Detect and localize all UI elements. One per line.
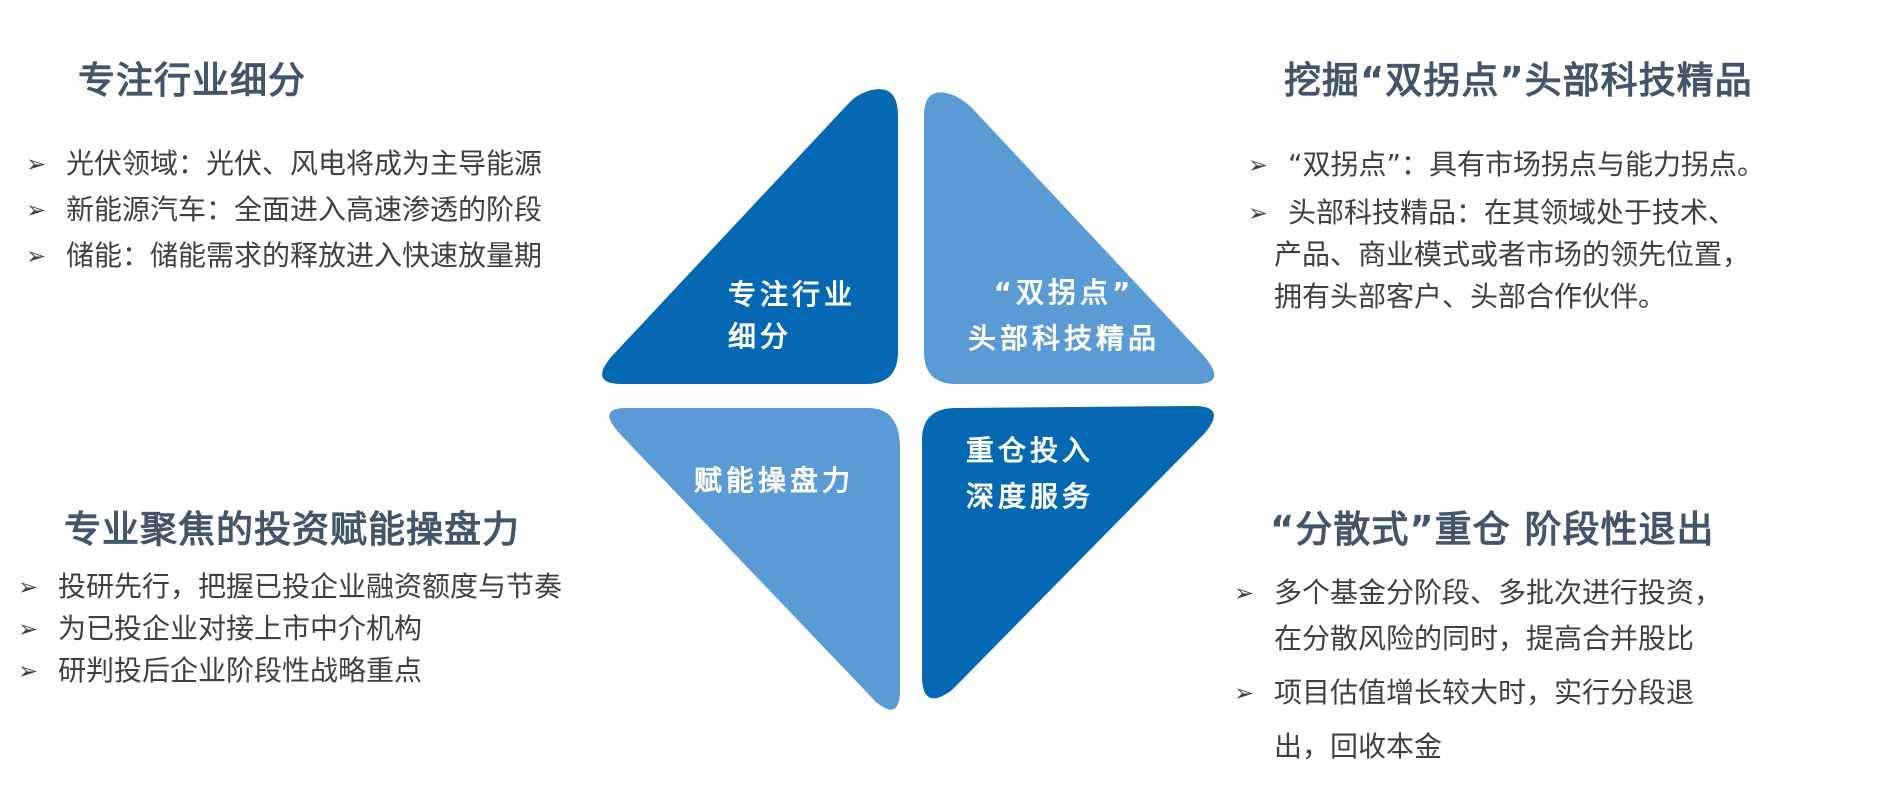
- bullet-list-top-left: ➢光伏领域：光伏、风电将成为主导能源 ➢新能源汽车：全面进入高速渗透的阶段 ➢储…: [26, 141, 542, 279]
- list-item: ➢研判投后企业阶段性战略重点: [18, 650, 562, 692]
- section-title-bottom-left: 专业聚焦的投资赋能操盘力: [64, 508, 520, 551]
- list-item: ➢项目估值增长较大时，实行分段退 出，回收本金: [1234, 670, 1722, 770]
- arrowhead-bullet-icon: ➢: [26, 242, 47, 270]
- quadrant-bottom-left: [609, 408, 900, 710]
- arrowhead-bullet-icon: ➢: [18, 615, 39, 643]
- bullet-list-bottom-right: ➢多个基金分阶段、多批次进行投资， 在分散风险的同时，提高合并股比 ➢项目估值增…: [1234, 570, 1722, 770]
- arrowhead-bullet-icon: ➢: [1234, 679, 1255, 707]
- section-title-top-left: 专注行业细分: [78, 59, 306, 102]
- quadrant-top-left-line-2: 细分: [728, 320, 792, 353]
- quadrant-top-right-line-2: 头部科技精品: [968, 322, 1160, 355]
- arrowhead-bullet-icon: ➢: [1248, 199, 1269, 227]
- arrowhead-bullet-icon: ➢: [26, 150, 47, 178]
- list-item: ➢新能源汽车：全面进入高速渗透的阶段: [26, 187, 542, 233]
- list-item: ➢多个基金分阶段、多批次进行投资， 在分散风险的同时，提高合并股比: [1234, 570, 1722, 662]
- section-title-bottom-right: “分散式”重仓 阶段性退出: [1270, 508, 1715, 551]
- list-item: ➢光伏领域：光伏、风电将成为主导能源: [26, 141, 542, 187]
- arrowhead-bullet-icon: ➢: [26, 196, 47, 224]
- quadrant-top-left: [602, 89, 898, 385]
- arrowhead-bullet-icon: ➢: [18, 657, 39, 685]
- quadrant-bottom-left-line-1: 赋能操盘力: [694, 464, 854, 497]
- bullet-list-top-right: ➢“双拐点”：具有市场拐点与能力拐点。 ➢头部科技精品：在其领域处于技术、 产品…: [1248, 144, 1765, 318]
- quadrant-bottom-right: [922, 406, 1214, 699]
- quadrant-top-right: [924, 92, 1215, 384]
- arrowhead-bullet-icon: ➢: [18, 573, 39, 601]
- list-item: ➢投研先行，把握已投企业融资额度与节奏: [18, 566, 562, 608]
- section-title-top-right: 挖掘“双拐点”头部科技精品: [1284, 59, 1753, 102]
- arrowhead-bullet-icon: ➢: [1234, 579, 1255, 607]
- list-item: ➢为已投企业对接上市中介机构: [18, 608, 562, 650]
- arrowhead-bullet-icon: ➢: [1248, 151, 1269, 179]
- list-item: ➢“双拐点”：具有市场拐点与能力拐点。: [1248, 144, 1765, 186]
- bullet-list-bottom-left: ➢投研先行，把握已投企业融资额度与节奏 ➢为已投企业对接上市中介机构 ➢研判投后…: [18, 566, 562, 692]
- quadrant-top-right-line-1: “双拐点”: [994, 276, 1135, 309]
- quadrant-top-left-line-1: 专注行业: [728, 278, 856, 311]
- list-item: ➢头部科技精品：在其领域处于技术、 产品、商业模式或者市场的领先位置， 拥有头部…: [1248, 192, 1765, 318]
- quadrant-bottom-right-line-1: 重仓投入: [966, 434, 1094, 467]
- quadrant-bottom-right-line-2: 深度服务: [966, 480, 1094, 513]
- list-item: ➢储能：储能需求的释放进入快速放量期: [26, 233, 542, 279]
